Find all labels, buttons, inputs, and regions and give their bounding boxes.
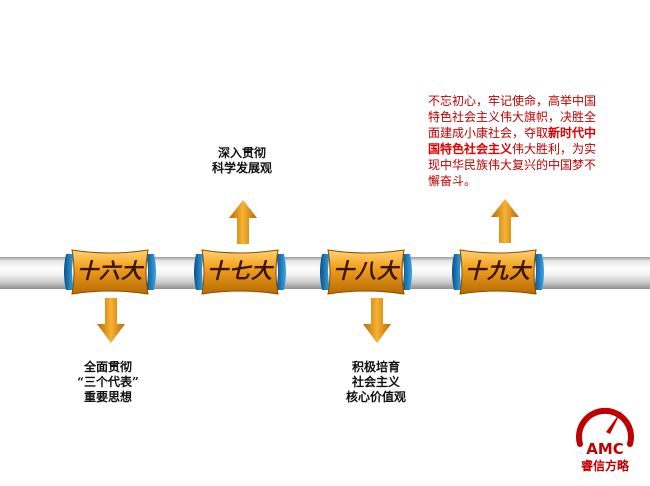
note-18: 积极培育 社会主义 核心价值观 [326, 360, 426, 405]
timeline-node-16: 十六大 [62, 246, 158, 298]
timeline-node-19: 十九大 [450, 246, 546, 298]
note-19-part2: 伟大胜利，为实现中华民族伟大复兴的中国梦不懈奋斗。 [428, 142, 597, 188]
node-label: 十八大 [333, 258, 399, 283]
note-17: 深入贯彻 科学发展观 [192, 146, 292, 176]
node-shape [194, 249, 286, 295]
note-19-highlight: 新时代中国特色社会主义 [428, 126, 597, 156]
node-label: 十九大 [465, 258, 531, 283]
node-label: 十六大 [77, 258, 143, 283]
note-line: 重要思想 [83, 390, 132, 404]
node-label: 十七大 [207, 258, 273, 283]
arrow-up-icon [491, 199, 519, 243]
note-16: 全面贯彻 “三个代表” 重要思想 [58, 360, 158, 405]
note-line: 全面贯彻 [83, 360, 132, 374]
logo-name: 睿信方略 [580, 459, 629, 473]
arrow-down-icon [97, 298, 125, 343]
note-line: 社会主义 [351, 375, 400, 389]
note-19-part1: 不忘初心，牢记使命，高举中国特色社会主义伟大旗帜，决胜全面建成小康社会，夺取 [428, 94, 597, 140]
arrow-up-icon [229, 200, 257, 244]
note-line: “三个代表” [77, 375, 139, 389]
timeline-node-17: 十七大 [192, 246, 288, 298]
logo-initials: AMC [586, 440, 624, 458]
amc-logo-icon: AMC [576, 407, 634, 458]
node-shape [452, 249, 544, 295]
note-line: 核心价值观 [345, 390, 406, 404]
node-shape [64, 249, 156, 295]
timeline-node-18: 十八大 [318, 246, 414, 298]
note-19: 不忘初心，牢记使命，高举中国特色社会主义伟大旗帜，决胜全面建成小康社会，夺取新时… [428, 93, 600, 189]
node-shape [320, 249, 412, 295]
arrow-down-icon [363, 298, 391, 343]
note-line: 科学发展观 [211, 161, 272, 175]
note-line: 积极培育 [351, 360, 400, 374]
note-line: 深入贯彻 [217, 146, 266, 160]
